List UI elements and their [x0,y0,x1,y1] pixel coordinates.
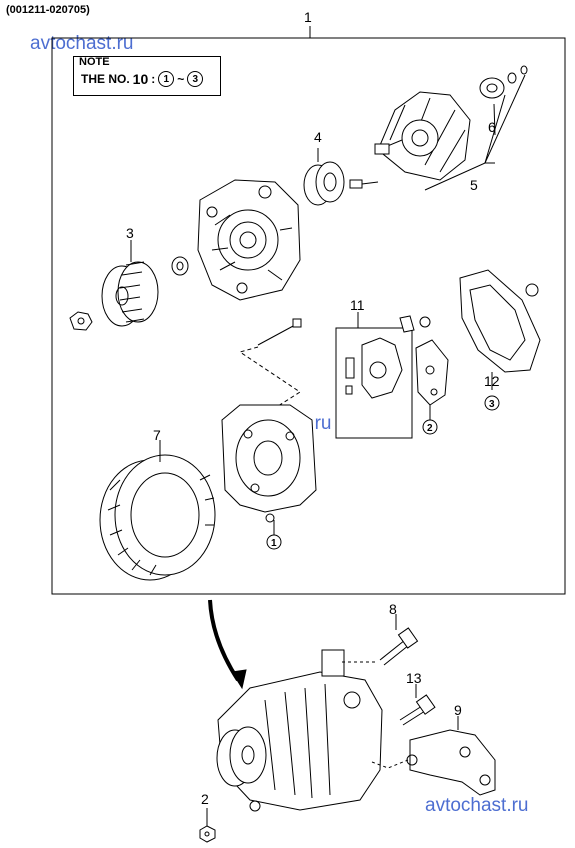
note-from-circle: 1 [158,71,175,87]
watermark-bottom: avtochast.ru [425,795,529,816]
note-prefix: THE NO. [81,72,130,86]
dashed-guide-1 [238,346,301,409]
spacer [171,256,189,276]
callout-5: 5 [470,177,478,193]
note-box: NOTE THE NO. 10 : 1 ~ 3 [73,56,221,96]
callout-6: 6 [488,119,496,135]
circle-ref-1-label: 1 [271,538,277,549]
diagram-code: (001211-020705) [6,4,90,16]
nut-2 [199,825,216,843]
through-bolt [257,318,302,346]
callout-12: 12 [484,373,500,389]
note-text: THE NO. 10 : 1 ~ 3 [81,71,204,87]
bolt-13 [399,694,436,726]
callout-13: 13 [406,670,422,686]
note-number: 10 [132,71,149,87]
rear-cover-12 [459,269,541,373]
circle-ref-3-label: 3 [489,399,495,410]
circle-ref-1 [266,534,282,550]
note-title: NOTE [79,56,110,68]
assembly-frame [51,37,566,595]
callout-2: 2 [201,791,209,807]
callout-1: 1 [304,9,312,25]
callout-9: 9 [454,702,462,718]
brush-holder [399,315,449,406]
callout-3: 3 [126,225,134,241]
bracket-9 [406,729,496,796]
callout-4: 4 [314,129,322,145]
regulator-11 [345,337,403,399]
front-housing [197,179,301,301]
note-tilde: ~ [177,72,185,86]
callout-8: 8 [389,601,397,617]
note-colon: : [151,72,156,86]
rear-housing [221,404,317,523]
pulley-3 [101,261,159,327]
assembly-arrow [208,599,240,682]
note-to-circle: 3 [187,71,204,87]
callout-7: 7 [153,427,161,443]
stator-7 [99,454,216,581]
bolt-small [349,179,379,189]
circle-ref-2-label: 2 [427,423,433,434]
bolt-8 [379,627,419,666]
bearing-4 [303,161,345,206]
nut-left [69,311,93,331]
alternator-assembled [216,649,383,812]
regulator-frame [335,327,413,439]
callout-11: 11 [350,297,365,313]
circle-ref-2 [422,419,438,435]
rotor-assembly [374,91,471,181]
bearing-6 [479,65,528,99]
circle-ref-3 [484,395,500,411]
